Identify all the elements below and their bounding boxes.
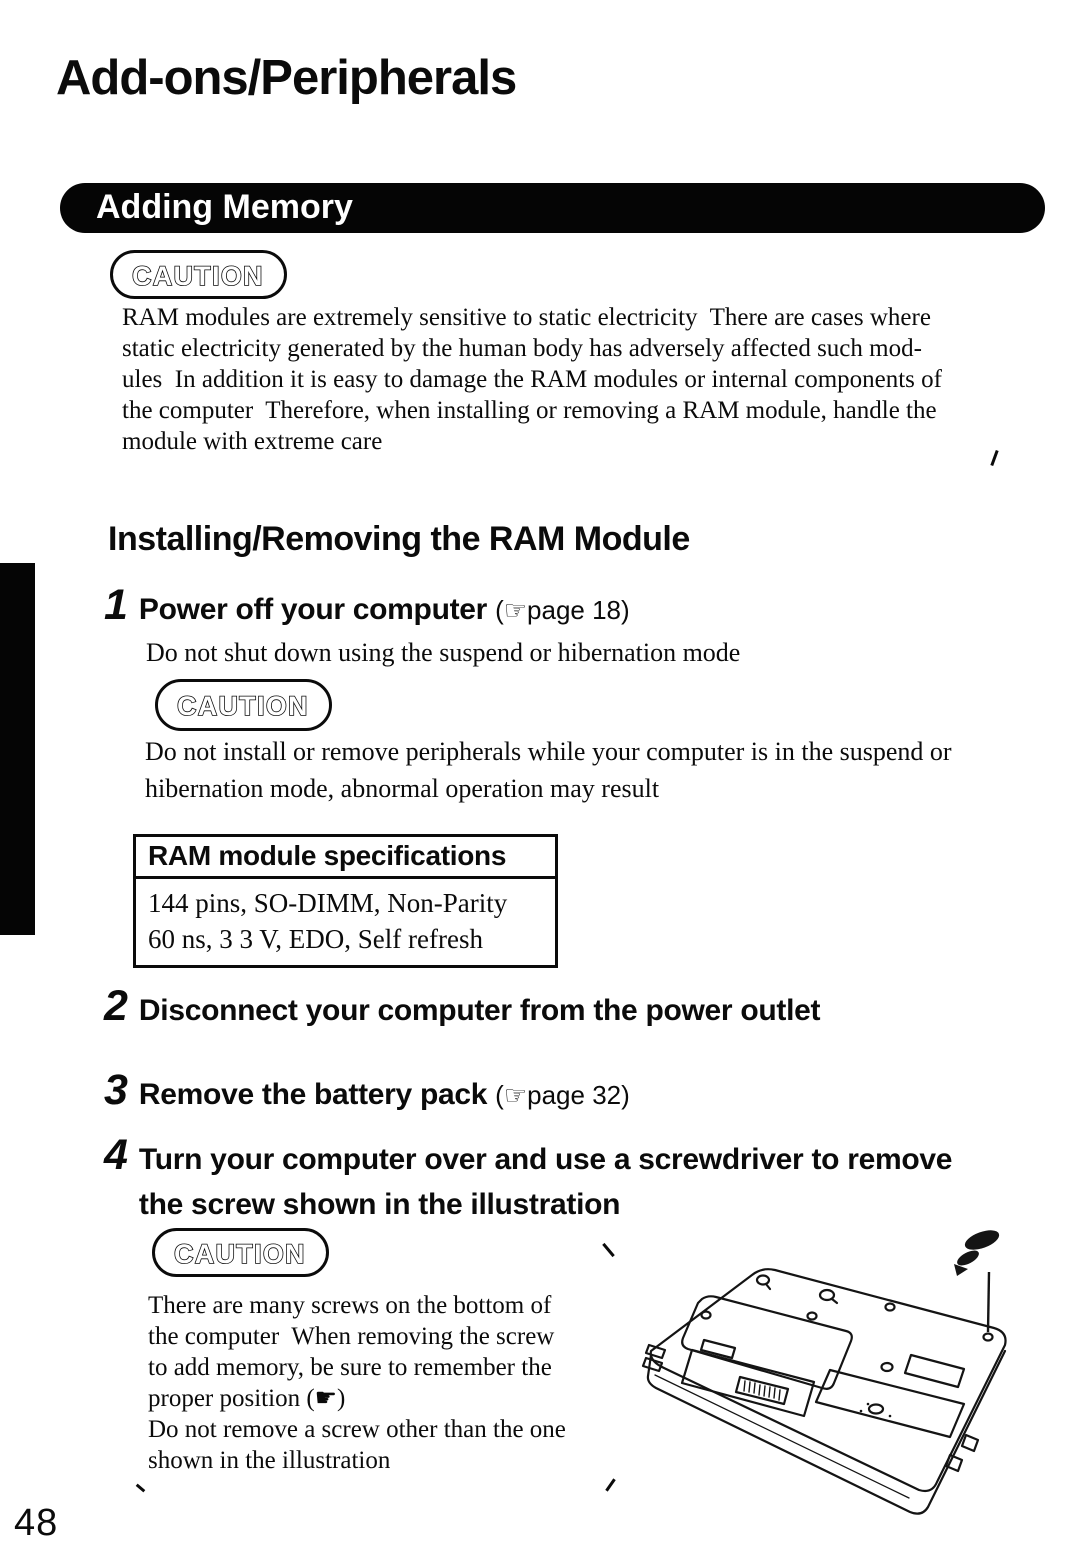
section-heading: Installing/Removing the RAM Module: [108, 520, 690, 558]
caution-label: CAUTION: [174, 1238, 306, 1268]
step-1: 1 Power off your computer (☞page 18): [104, 581, 630, 630]
caution-line: ules In addition it is easy to damage th…: [122, 366, 942, 393]
left-port: [641, 1356, 664, 1373]
caution-badge: CAUTION: [152, 1228, 329, 1277]
step-2: 2 Disconnect your computer from the powe…: [104, 982, 821, 1031]
side-slot: [960, 1433, 980, 1453]
caution-badge: CAUTION: [155, 679, 332, 731]
caution-line: There are many screws on the bottom of: [148, 1292, 552, 1319]
section-banner-label: Adding Memory: [96, 188, 353, 226]
screw-hole: [880, 1361, 894, 1373]
card-slot-cover: [814, 1368, 966, 1439]
vent-slot: [699, 1338, 737, 1360]
caution-line: the computer Therefore, when installing …: [122, 397, 937, 424]
screw-hole: [818, 1288, 836, 1302]
screw-hole: [806, 1311, 818, 1321]
static-electricity-caution-text: RAM modules are extremely sensitive to s…: [122, 302, 942, 457]
battery-connector-pins: [743, 1380, 781, 1401]
target-screw: [982, 1332, 994, 1342]
laptop-side-wall: [646, 1349, 1007, 1515]
screws-caution-text: There are many screws on the bottom of t…: [148, 1290, 566, 1476]
page-number: 48: [14, 1502, 59, 1544]
chapter-side-tab: [0, 563, 35, 935]
cover-dot: [866, 1402, 870, 1406]
step-4-heading-line: Turn your computer over and use a screwd…: [138, 1143, 953, 1176]
screw-hole: [884, 1302, 896, 1312]
caution-label: CAUTION: [132, 260, 264, 290]
section-banner: Adding Memory: [60, 183, 1045, 233]
cover-latch: [867, 1403, 885, 1415]
laptop-outline: [649, 1268, 1007, 1493]
caution-line: proper position (☛): [148, 1385, 346, 1412]
caution-line: static electricity generated by the huma…: [122, 335, 922, 362]
step-4-number: 4: [104, 1131, 128, 1179]
step-3-page-reference: (☞page 32): [495, 1080, 630, 1110]
scan-artifact-mark: [605, 1478, 616, 1492]
step-3-number: 3: [104, 1066, 128, 1114]
caution-badge-art: CAUTION: [131, 260, 264, 292]
step-4-heading-line: the screw shown in the illustration: [138, 1188, 621, 1221]
screw-holes: [700, 1274, 994, 1373]
ram-spec-table: RAM module specifications 144 pins, SO-D…: [133, 834, 558, 968]
spec-row: 60 ns, 3 3 V, EDO, Self refresh: [148, 924, 483, 954]
ram-spec-table-body: 144 pins, SO-DIMM, Non-Parity 60 ns, 3 3…: [136, 879, 555, 965]
page-title: Add-ons/Peripherals: [56, 51, 517, 105]
caution-line: to add memory, be sure to remember the: [148, 1354, 552, 1381]
scan-artifact-mark: [990, 449, 999, 467]
caution-badge-art: CAUTION: [173, 1238, 306, 1270]
spec-row: 144 pins, SO-DIMM, Non-Parity: [148, 888, 508, 918]
scan-artifact-mark: [602, 1242, 615, 1258]
ram-spec-table-header: RAM module specifications: [136, 837, 555, 879]
ram-door-panel: [681, 1295, 853, 1390]
caution-line: Do not remove a screw other than the one: [148, 1416, 566, 1443]
caution-label: CAUTION: [177, 691, 309, 721]
step-4: 4 Turn your computer over and use a scre…: [104, 1131, 952, 1227]
side-slot: [944, 1453, 964, 1473]
laptop-side-wall-inner-line: [654, 1374, 910, 1499]
step-1-page-reference: (☞page 18): [495, 595, 630, 625]
step-4-heading: Turn your computer over and use a screwd…: [138, 1137, 953, 1227]
laptop-bottom-illustration: [618, 1225, 1078, 1525]
caution-badge-art: CAUTION: [176, 690, 309, 722]
caution-line: shown in the illustration: [148, 1447, 391, 1474]
screwdriver-icon: [954, 1230, 1000, 1333]
step-1-number: 1: [104, 581, 128, 629]
caution-line: hibernation mode, abnormal operation may…: [145, 774, 660, 803]
left-port: [644, 1343, 667, 1360]
cover-dot: [888, 1414, 892, 1418]
step-1-heading: Power off your computer: [138, 593, 488, 626]
caution-line: the computer When removing the screw: [148, 1323, 555, 1350]
step-2-number: 2: [104, 982, 128, 1030]
small-hatch: [903, 1353, 966, 1389]
step-2-heading: Disconnect your computer from the power …: [138, 994, 821, 1027]
caution-line: module with extreme care: [122, 428, 383, 455]
battery-connector: [734, 1375, 790, 1406]
scan-artifact-mark: [135, 1483, 146, 1493]
step-3: 3 Remove the battery pack (☞page 32): [104, 1066, 630, 1115]
step-3-heading: Remove the battery pack: [138, 1078, 488, 1111]
cover-dot: [859, 1409, 863, 1413]
screw-hole: [755, 1274, 771, 1286]
suspend-mode-caution-text: Do not install or remove peripherals whi…: [145, 733, 952, 807]
battery-compartment: [680, 1348, 816, 1418]
step-1-note: Do not shut down using the suspend or hi…: [146, 638, 741, 667]
laptop-bottom-art: [641, 1230, 1007, 1515]
caution-line: RAM modules are extremely sensitive to s…: [122, 304, 931, 331]
screw-hole: [700, 1310, 712, 1320]
caution-line: Do not install or remove peripherals whi…: [145, 737, 952, 766]
caution-badge: CAUTION: [110, 250, 287, 299]
